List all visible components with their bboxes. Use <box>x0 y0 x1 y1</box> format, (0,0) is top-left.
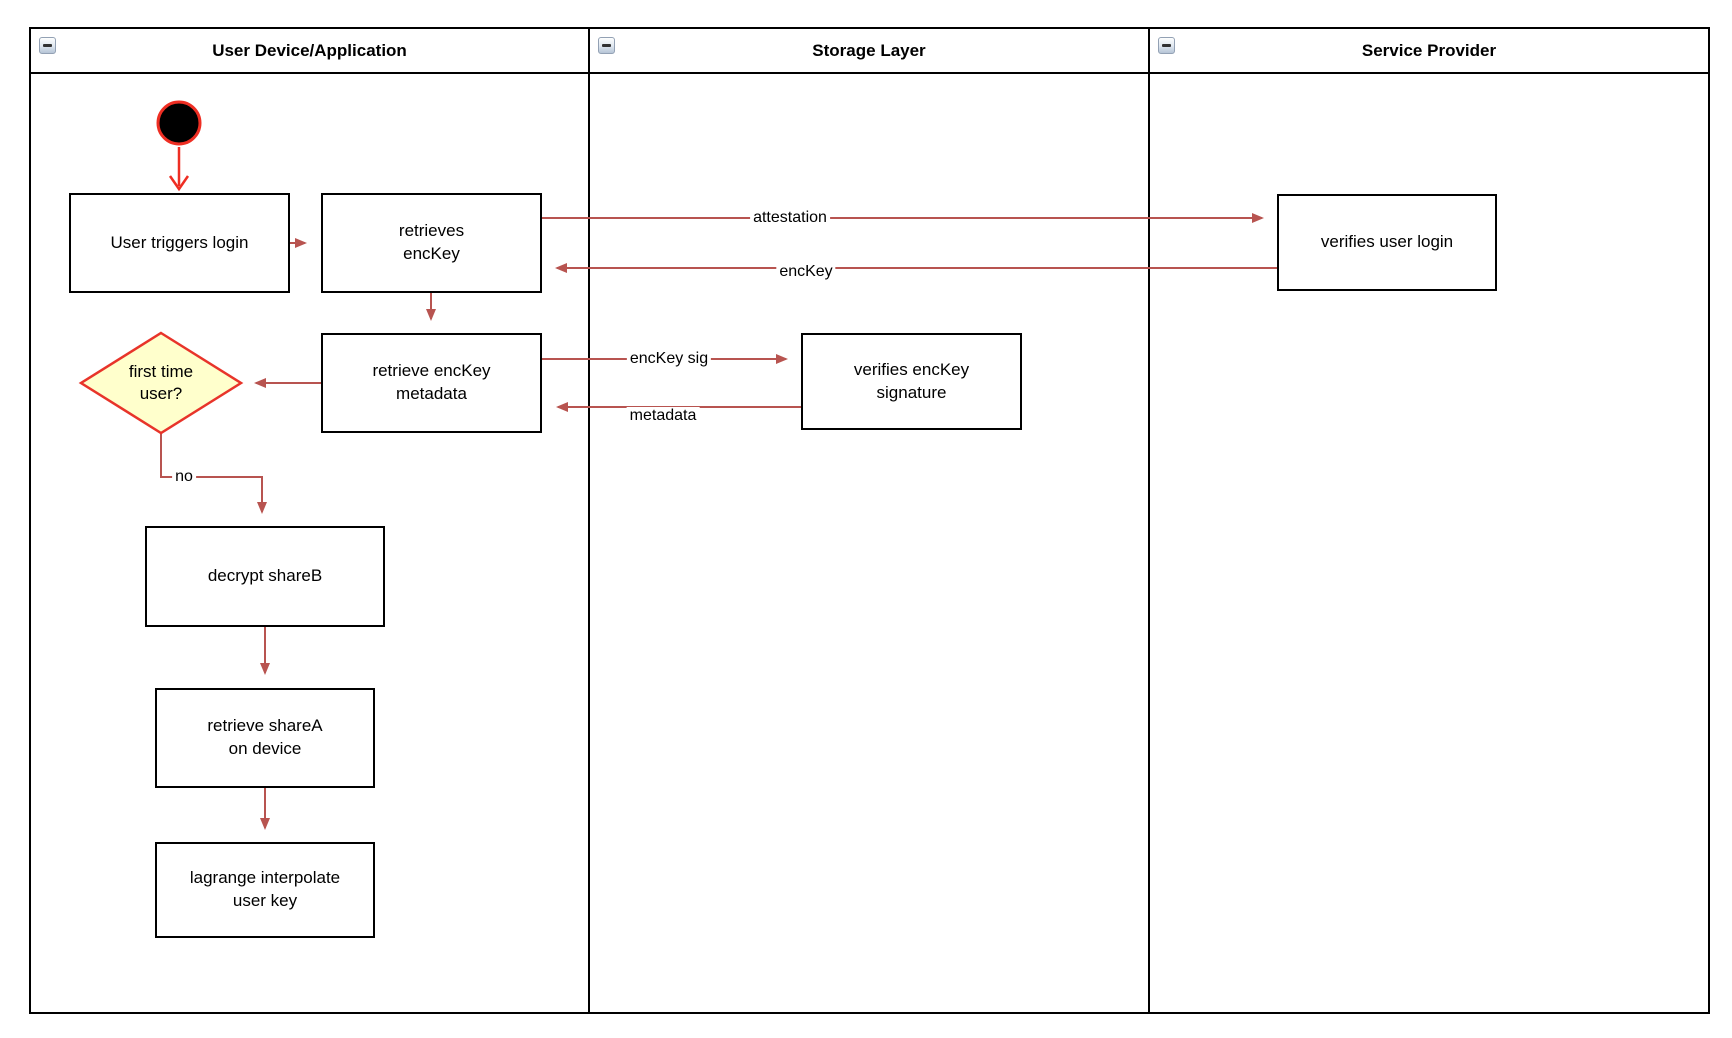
node-decrypt-shareb[interactable]: decrypt shareB <box>145 526 385 627</box>
edge-label-attestation: attestation <box>750 209 830 227</box>
edge-label-enckey: encKey <box>776 263 836 281</box>
decision-label: first time user? <box>128 361 194 403</box>
node-verifies-enckey-signature[interactable]: verifies encKey signature <box>801 333 1022 430</box>
node-verifies-user-login[interactable]: verifies user login <box>1277 194 1497 291</box>
lane-collapse-button-service-provider[interactable] <box>1158 37 1175 54</box>
edge-label-no: no <box>172 468 196 486</box>
lane-divider-1 <box>588 27 590 1014</box>
node-lagrange-interpolate[interactable]: lagrange interpolate user key <box>155 842 375 938</box>
edge-label-enckey-sig: encKey sig <box>626 350 712 368</box>
node-retrieve-sharea[interactable]: retrieve shareA on device <box>155 688 375 788</box>
lane-header-underline <box>29 72 1710 74</box>
decision-first-time-user[interactable] <box>78 331 244 435</box>
lane-title-service-provider: Service Provider <box>1361 41 1497 60</box>
node-user-triggers-login[interactable]: User triggers login <box>69 193 290 293</box>
lane-collapse-button-user-device[interactable] <box>39 37 56 54</box>
lane-divider-2 <box>1148 27 1150 1014</box>
node-retrieves-enckey[interactable]: retrieves encKey <box>321 193 542 293</box>
lane-collapse-button-storage-layer[interactable] <box>598 37 615 54</box>
collapse-minus-icon <box>43 44 52 47</box>
lane-title-storage-layer: Storage Layer <box>812 41 926 60</box>
start-node[interactable] <box>156 100 202 146</box>
edge-label-metadata: metadata <box>626 407 700 425</box>
lane-title-user-device: User Device/Application <box>212 41 407 60</box>
edge-start-arrowhead <box>168 175 190 192</box>
node-retrieve-enckey-metadata[interactable]: retrieve encKey metadata <box>321 333 542 433</box>
edge-decision-no-to-decrypt <box>160 433 267 514</box>
collapse-minus-icon <box>602 44 611 47</box>
collapse-minus-icon <box>1162 44 1171 47</box>
